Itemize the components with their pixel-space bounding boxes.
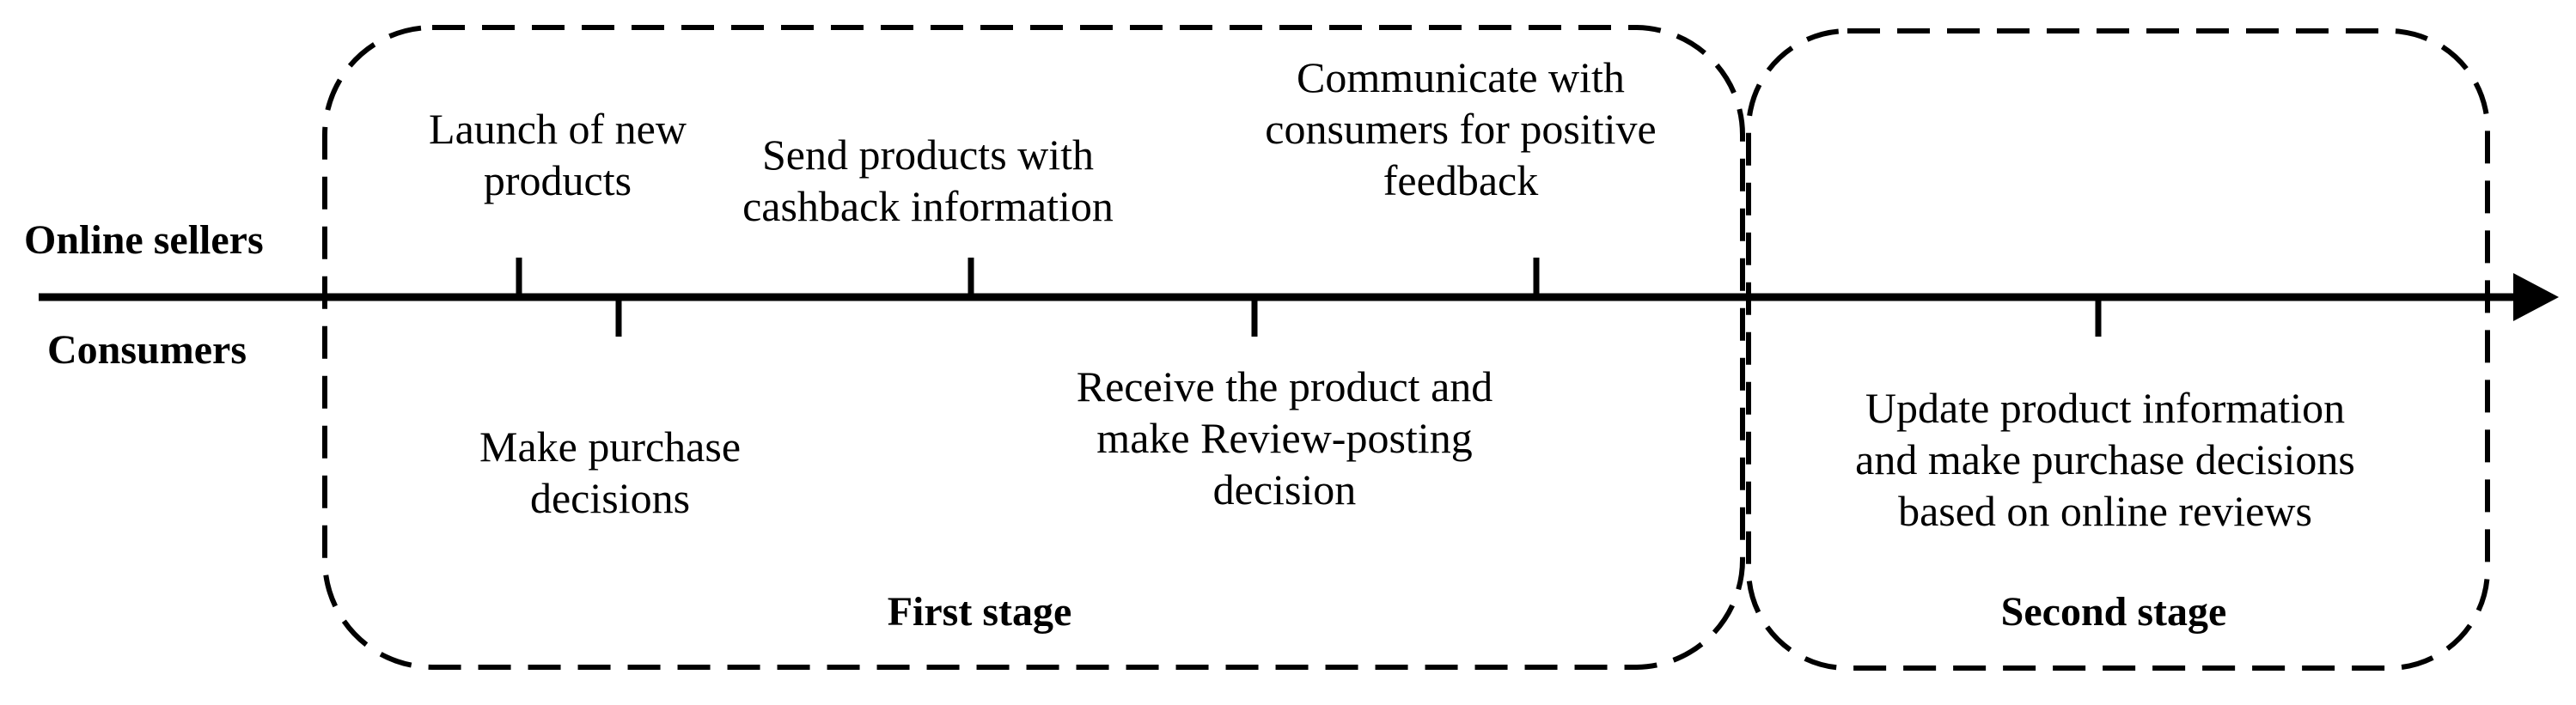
event-communicate-consumers: Communicate with consumers for positive … [1265, 53, 1657, 204]
consumers-label: Consumers [47, 327, 247, 373]
event-receive-product-review: Receive the product and make Review-post… [1076, 362, 1493, 514]
second-stage-box [1746, 28, 2490, 671]
event-update-product-info: Update product information and make purc… [1855, 384, 2355, 535]
event-launch-new-products: Launch of new products [429, 105, 687, 204]
first-stage-box [322, 25, 1745, 670]
event-make-purchase-decisions: Make purchase decisions [479, 422, 742, 522]
timeline-arrow-head [2513, 273, 2559, 321]
second-stage-label: Second stage [2000, 589, 2227, 635]
online-sellers-label: Online sellers [24, 217, 264, 263]
event-send-products-cashback: Send products with cashback information [742, 131, 1114, 230]
first-stage-label: First stage [887, 589, 1072, 635]
